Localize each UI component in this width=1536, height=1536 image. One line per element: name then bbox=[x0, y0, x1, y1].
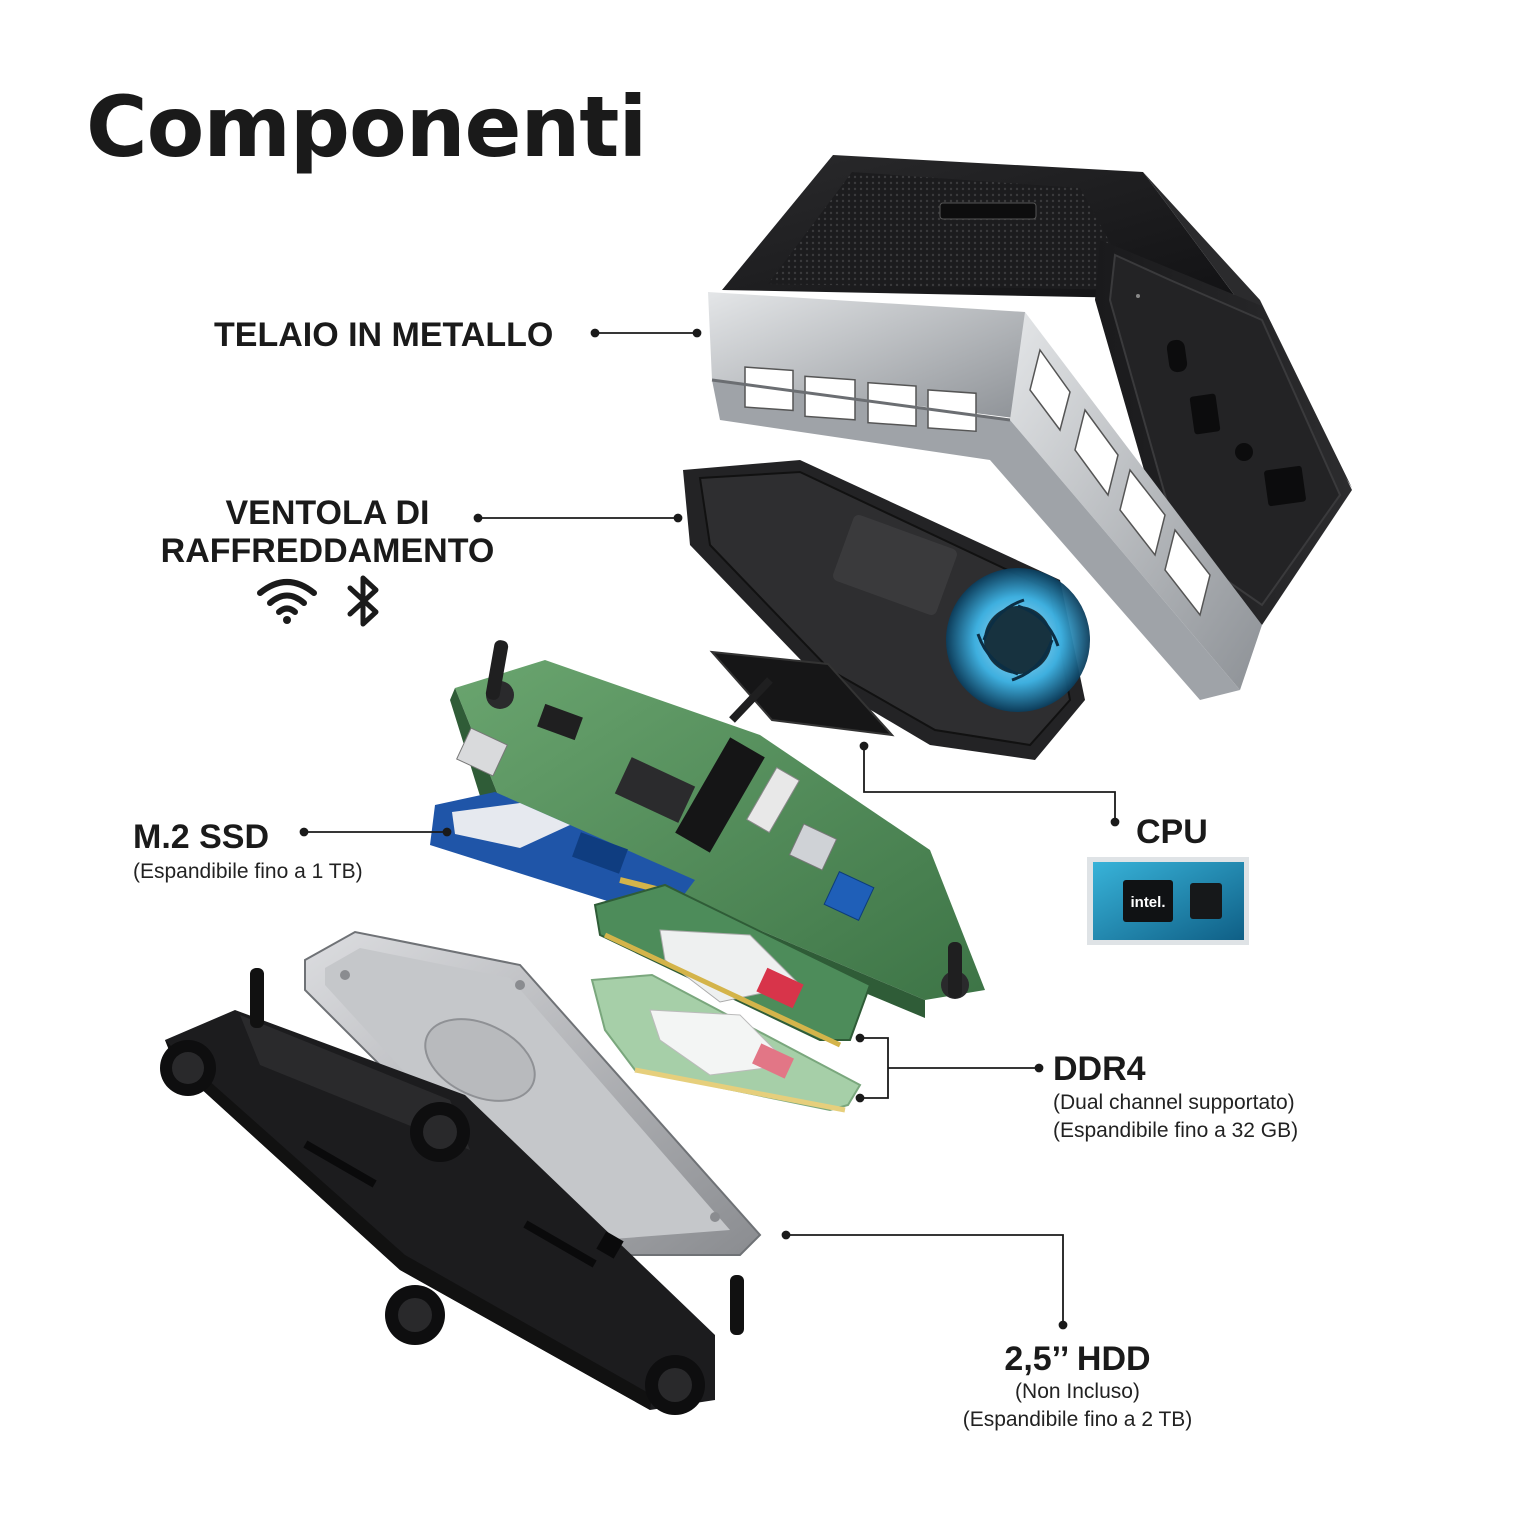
label-hdd: 2,5’’ HDD bbox=[1004, 1340, 1151, 1378]
leader-lines bbox=[299, 328, 1120, 1330]
label-fan-line1: VENTOLA DI bbox=[225, 494, 430, 532]
cpu-badge: intel. bbox=[1087, 857, 1249, 945]
label-ddr: DDR4 bbox=[1053, 1050, 1146, 1088]
metal-frame bbox=[708, 292, 1262, 700]
label-fan: VENTOLA DI RAFFREDDAMENTO bbox=[150, 494, 505, 570]
page-title: Componenti bbox=[86, 78, 647, 176]
wifi-icon bbox=[257, 579, 317, 624]
bottom-tray bbox=[160, 968, 744, 1415]
cooling-fan bbox=[683, 460, 1090, 760]
hdd-drive bbox=[304, 930, 762, 1256]
label-ddr-note2: (Espandibile fino a 32 GB) bbox=[1053, 1119, 1299, 1142]
label-cpu: CPU bbox=[1136, 813, 1208, 851]
ram-module-2 bbox=[590, 973, 862, 1113]
label-ssd-note: (Espandibile fino a 1 TB) bbox=[133, 860, 363, 883]
motherboard bbox=[450, 640, 985, 1018]
label-hdd-note1: (Non Incluso) bbox=[1015, 1380, 1140, 1403]
cpu-chip-brand: intel. bbox=[1130, 894, 1165, 911]
chassis bbox=[722, 155, 1352, 625]
bluetooth-icon bbox=[347, 575, 379, 627]
label-ssd: M.2 SSD bbox=[133, 818, 270, 856]
label-ddr-note1: (Dual channel supportato) bbox=[1053, 1091, 1295, 1114]
ram-module-1 bbox=[593, 883, 872, 1048]
label-fan-line2: RAFFREDDAMENTO bbox=[160, 532, 495, 570]
m2-ssd bbox=[430, 792, 695, 905]
label-hdd-note2: (Espandibile fino a 2 TB) bbox=[962, 1408, 1193, 1431]
label-frame: TELAIO IN METALLO bbox=[214, 316, 554, 354]
